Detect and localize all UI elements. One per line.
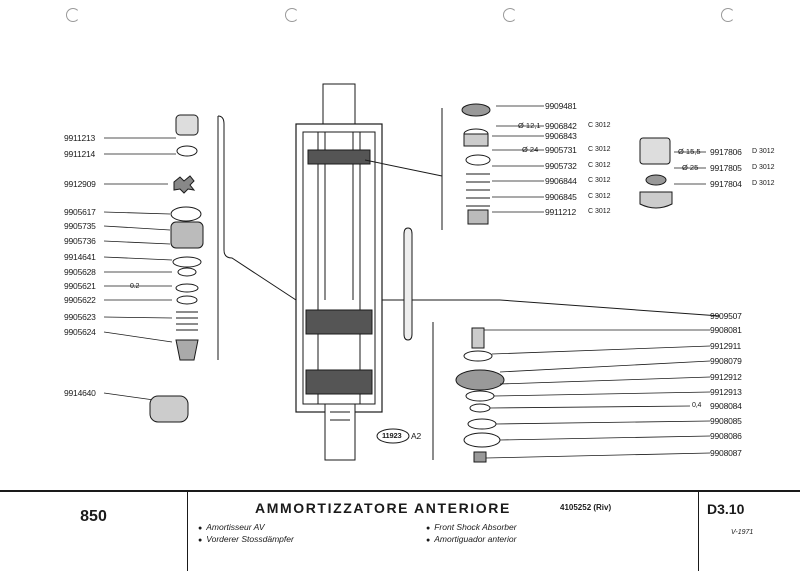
translation-de: ●Vorderer Stossdämpfer xyxy=(198,534,294,544)
part-label: 9911214 xyxy=(64,149,96,159)
page-code: D3.10 xyxy=(707,501,745,517)
group-code: C 3012 xyxy=(588,193,611,200)
group-code: D 3012 xyxy=(752,148,775,155)
group-code: D 3012 xyxy=(752,164,775,171)
part-label: 9914640 xyxy=(64,388,96,398)
group-code: C 3012 xyxy=(588,146,611,153)
part-label: 9905628 xyxy=(64,267,96,277)
part-label: 9912912 xyxy=(710,372,742,382)
part-label: 9908086 xyxy=(710,431,742,441)
group-code: C 3012 xyxy=(588,162,611,169)
part-label: 9905732 xyxy=(545,161,577,171)
binder-hole xyxy=(503,8,517,22)
left-exploded-parts xyxy=(149,114,204,423)
part-label: 9912913 xyxy=(710,387,742,397)
group-code: C 3012 xyxy=(588,177,611,184)
part-label: 9905622 xyxy=(64,295,96,305)
dimension-label: Ø 12,1 xyxy=(518,121,541,130)
part-label: 9911213 xyxy=(64,133,96,143)
part-label: 9905731 xyxy=(545,145,577,155)
dimension-label: Ø 25 xyxy=(682,163,699,172)
page-title: AMMORTIZZATORE ANTERIORE xyxy=(255,500,511,516)
assembly-part-number: 4105252 (Riv) xyxy=(560,503,612,512)
exploded-view-diagram xyxy=(103,83,721,463)
part-label: 9909481 xyxy=(545,101,577,111)
part-label: 9914641 xyxy=(64,252,96,262)
part-label: 9917805 xyxy=(710,163,742,173)
translation-en: ●Front Shock Absorber xyxy=(426,522,517,532)
divider xyxy=(698,492,699,571)
drawing-ref-number: 11923 xyxy=(382,431,402,440)
part-label: 9905621 xyxy=(64,281,96,291)
group-code: C 3012 xyxy=(588,122,611,129)
bottom-right-parts xyxy=(455,327,711,463)
revision-date: V-1971 xyxy=(731,529,754,536)
group-code: C 3012 xyxy=(588,208,611,215)
part-label: 9908079 xyxy=(710,356,742,366)
top-right-parts xyxy=(639,137,706,209)
part-label: 9917806 xyxy=(710,147,742,157)
part-size: 0,4 xyxy=(692,402,702,409)
part-label: 9906845 xyxy=(545,192,577,202)
title-block: 850 AMMORTIZZATORE ANTERIORE 4105252 (Ri… xyxy=(0,490,800,571)
part-label: 9908084 xyxy=(710,401,742,411)
model-number: 850 xyxy=(80,508,107,525)
part-label: 9909507 xyxy=(710,311,742,321)
binder-hole xyxy=(66,8,80,22)
part-label: 9912911 xyxy=(710,341,742,351)
part-label: 9906844 xyxy=(545,176,577,186)
part-label: 9906843 xyxy=(545,131,577,141)
part-label: 9905617 xyxy=(64,207,96,217)
part-label: 9908085 xyxy=(710,416,742,426)
drawing-ref-suffix: A2 xyxy=(411,431,421,441)
part-label: 9908081 xyxy=(710,325,742,335)
binder-hole xyxy=(721,8,735,22)
part-label: 9917804 xyxy=(710,179,742,189)
dimension-label: Ø 15,5 xyxy=(678,147,701,156)
part-size: 0.2 xyxy=(130,283,140,290)
part-label: 9908087 xyxy=(710,448,742,458)
top-center-parts xyxy=(461,103,544,225)
part-label: 9911212 xyxy=(545,207,577,217)
translation-es: ●Amortiguador anterior xyxy=(426,534,517,544)
dimension-label: Ø 24 xyxy=(522,145,539,154)
part-label: 9912909 xyxy=(64,179,96,189)
translation-fr: ●Amortisseur AV xyxy=(198,522,265,532)
shock-absorber-section xyxy=(295,83,383,461)
part-label: 9905736 xyxy=(64,236,96,246)
part-label: 9905735 xyxy=(64,221,96,231)
part-label: 9905623 xyxy=(64,312,96,322)
group-code: D 3012 xyxy=(752,180,775,187)
divider xyxy=(187,492,188,571)
binder-hole xyxy=(285,8,299,22)
part-label: 9906842 xyxy=(545,121,577,131)
part-label: 9905624 xyxy=(64,327,96,337)
